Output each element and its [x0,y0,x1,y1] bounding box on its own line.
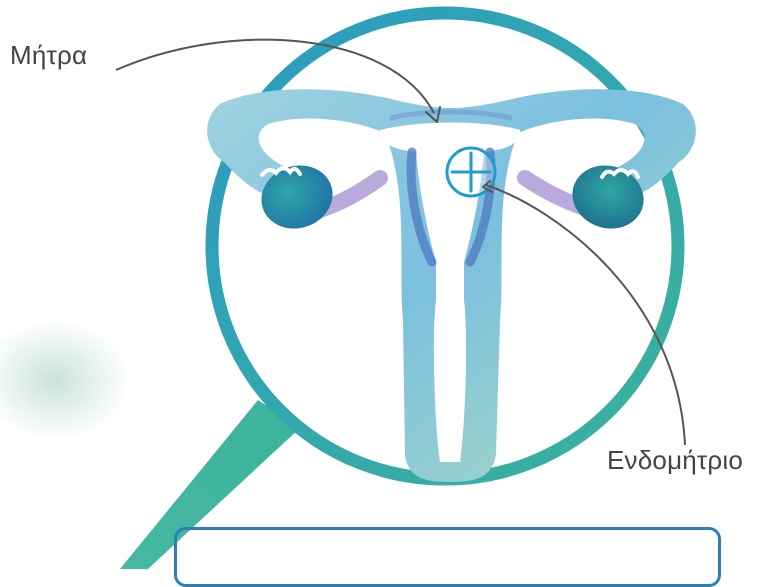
uterus-diagram: Μήτρα Ενδομήτριο [0,0,781,569]
info-box [174,527,721,587]
background-smudge [0,320,130,440]
diagram-graphic [0,0,781,569]
uterus-label: Μήτρα [10,40,87,71]
endometrium-label: Ενδομήτριο [607,445,743,476]
